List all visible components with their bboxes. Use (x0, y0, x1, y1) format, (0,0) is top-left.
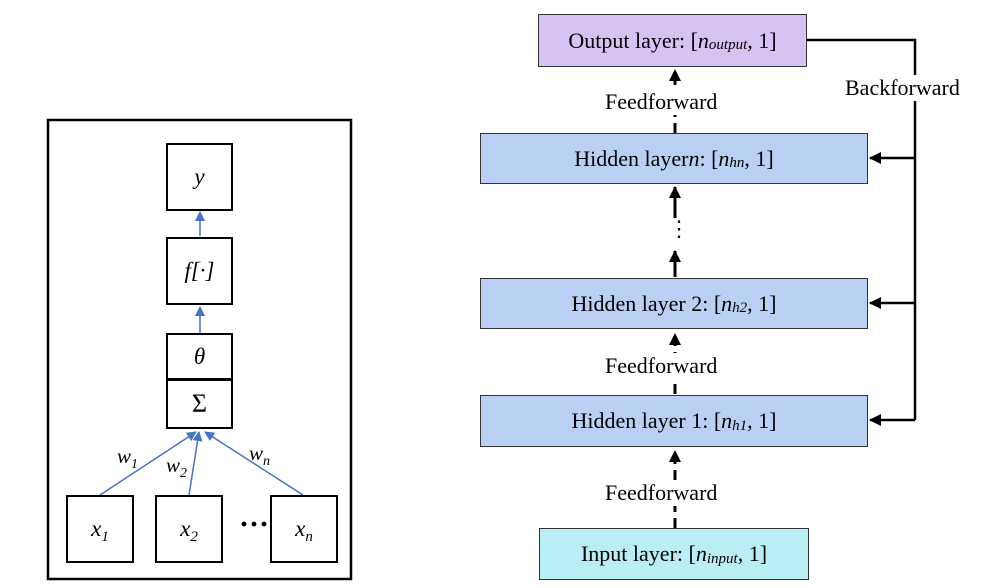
inputs-ellipsis: ··· (239, 508, 270, 541)
neuron-output-y: y (166, 143, 233, 211)
layers-ellipsis: ⋮ (668, 216, 690, 241)
neuron-input-xn: xn (270, 495, 338, 563)
x2-label: x2 (180, 516, 198, 545)
neuron-sum: Σ (166, 379, 233, 429)
weight-wn: wn (249, 441, 271, 469)
weight-w2: w2 (166, 453, 188, 481)
feedforward-label-top: Feedforward (603, 89, 720, 115)
neuron-activation: f[·] (166, 237, 233, 305)
neuron-theta-label: θ (193, 343, 206, 369)
neuron-input-x1: x1 (66, 495, 134, 563)
edge-x1-to-sum (99, 431, 197, 496)
feedforward-label-bottom: Feedforward (603, 480, 720, 506)
weight-w1: w1 (117, 444, 139, 472)
edge-xn-to-sum (204, 431, 304, 496)
neuron-panel-frame (46, 118, 353, 581)
x1-label: x1 (91, 516, 109, 545)
backforward-path (807, 38, 917, 420)
xn-label: xn (295, 516, 313, 545)
neuron-activation-label: f[·] (184, 258, 215, 283)
neuron-theta: θ (166, 333, 233, 380)
edge-x2-to-sum (188, 431, 203, 496)
neuron-sum-label: Σ (191, 389, 208, 418)
feedforward-label-middle: Feedforward (603, 353, 720, 379)
neuron-output-label: y (194, 164, 205, 189)
backforward-label: Backforward (843, 75, 962, 101)
neuron-input-x2: x2 (155, 495, 223, 563)
